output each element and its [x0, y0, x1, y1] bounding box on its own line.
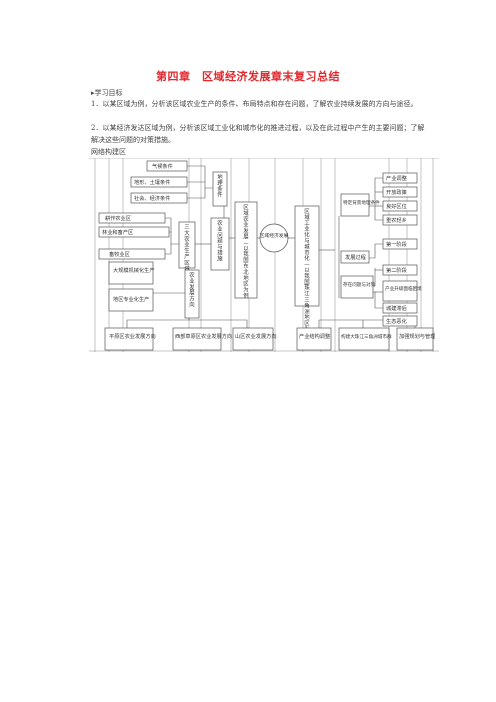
box-pastoral-area — [98, 248, 166, 260]
label-pastoral-area: 畜牧业区 — [109, 250, 130, 258]
label-farming-area: 耕作农业区 — [105, 214, 131, 222]
label-planning: 加强规划与管理 — [399, 332, 436, 340]
center-node — [259, 223, 289, 253]
vlabel-agri-problems: 农业问题与措施 — [217, 219, 223, 262]
box-city-cluster — [338, 327, 390, 351]
box-farming-area — [98, 212, 166, 224]
vlabel-agri-direction: 农业发展方向 — [189, 271, 195, 309]
box-rural — [382, 214, 418, 226]
box-geo-conditions — [212, 171, 228, 207]
label-center: 区域经济发展 — [260, 232, 289, 239]
box-planning — [396, 327, 434, 351]
box-regional-agri-dev — [234, 201, 258, 299]
network-section-label: 网络构建区 — [91, 148, 126, 156]
vlabel-industrialization: 区域工业化与城市化—以我国珠江三角洲地区为例 — [304, 208, 310, 339]
label-specialization: 地区专业化生产 — [113, 295, 149, 303]
vlabel-regional-agri-dev: 区域农业发展—以我国东北地区为例 — [243, 204, 249, 300]
box-specialization — [108, 288, 154, 312]
label-rural: 重农轻乡 — [386, 216, 407, 224]
box-stage-2 — [382, 264, 418, 276]
box-climate — [146, 160, 188, 172]
box-stage-1 — [382, 238, 418, 250]
concept-map-diagram: 气候条件 地形、土壤条件 社会、经济条件 地理条件 耕作农业区 林业和畜产区 畜… — [89, 158, 439, 352]
label-upgrade-difficulty: 产业升级面临困境 — [385, 285, 422, 292]
box-terrain-soil — [130, 176, 188, 188]
box-forest-livestock-area — [98, 226, 170, 238]
box-industry-adjust — [382, 172, 418, 184]
box-social-economic — [130, 192, 188, 204]
box-agri-problems — [210, 217, 230, 271]
objective-1: 1．以某区域为例，分析该区域农业生产的条件、布局特点和存在问题，了解农业持续发展… — [91, 100, 418, 108]
vlabel-geo-conditions: 地理条件 — [217, 173, 223, 199]
box-three-regions — [178, 221, 196, 269]
box-good-location — [382, 200, 418, 212]
page-title: 第四章 区域经济发展章末复习总结 — [156, 70, 340, 83]
box-industrialization — [294, 205, 320, 307]
label-forest-livestock-area: 林业和畜产区 — [102, 228, 133, 236]
box-open-policy — [382, 186, 418, 198]
box-plain-direction — [104, 327, 154, 351]
label-urban-lag: 城建滞后 — [386, 304, 407, 312]
box-grassland-direction — [172, 327, 222, 351]
label-ecology: 生态恶化 — [386, 317, 407, 325]
label-grassland-direction: 西部草原区农业发展方向 — [175, 332, 232, 340]
label-social-economic: 社会、经济条件 — [134, 194, 170, 202]
box-mountain-direction — [232, 327, 274, 351]
label-plain-direction: 平原区农业发展方向 — [109, 332, 156, 340]
box-background — [340, 193, 370, 217]
label-issues: 存在问题与对策 — [343, 281, 376, 288]
box-mechanization — [108, 261, 154, 285]
objective-2: 2．以某经济发达区域为例，分析该区域工业化和城市化的推进过程，以及在此过程中产生… — [91, 124, 425, 144]
label-background: 特定背景地理条件 — [343, 199, 380, 206]
label-mountain-direction: 山区农业发展方向 — [235, 332, 277, 340]
label-structure-adjust: 产业结构调整 — [299, 332, 330, 340]
label-mechanization: 大规模机械化生产 — [113, 266, 155, 274]
vlabel-three-regions: 三大农业生产区域 — [184, 224, 190, 272]
label-city-cluster: 构建大珠江三角洲城市群 — [341, 333, 392, 340]
box-agri-direction — [184, 269, 200, 319]
connector-lines — [126, 165, 416, 328]
label-stage-1: 第一阶段 — [386, 240, 407, 248]
label-process: 发展过程 — [345, 253, 366, 261]
box-process — [340, 250, 370, 264]
label-good-location: 良好区位 — [386, 202, 407, 210]
label-stage-2: 第二阶段 — [386, 266, 407, 274]
box-upgrade-difficulty — [382, 280, 418, 302]
box-issues — [340, 275, 374, 299]
label-terrain-soil: 地形、土壤条件 — [134, 178, 170, 186]
box-ecology — [382, 315, 418, 327]
label-industry-adjust: 产业调整 — [386, 174, 407, 182]
objectives-label: ▸学习目标 — [91, 89, 123, 97]
label-open-policy: 开放政策 — [386, 188, 408, 196]
box-structure-adjust — [296, 327, 332, 351]
box-urban-lag — [382, 302, 418, 314]
label-climate: 气候条件 — [152, 162, 173, 170]
